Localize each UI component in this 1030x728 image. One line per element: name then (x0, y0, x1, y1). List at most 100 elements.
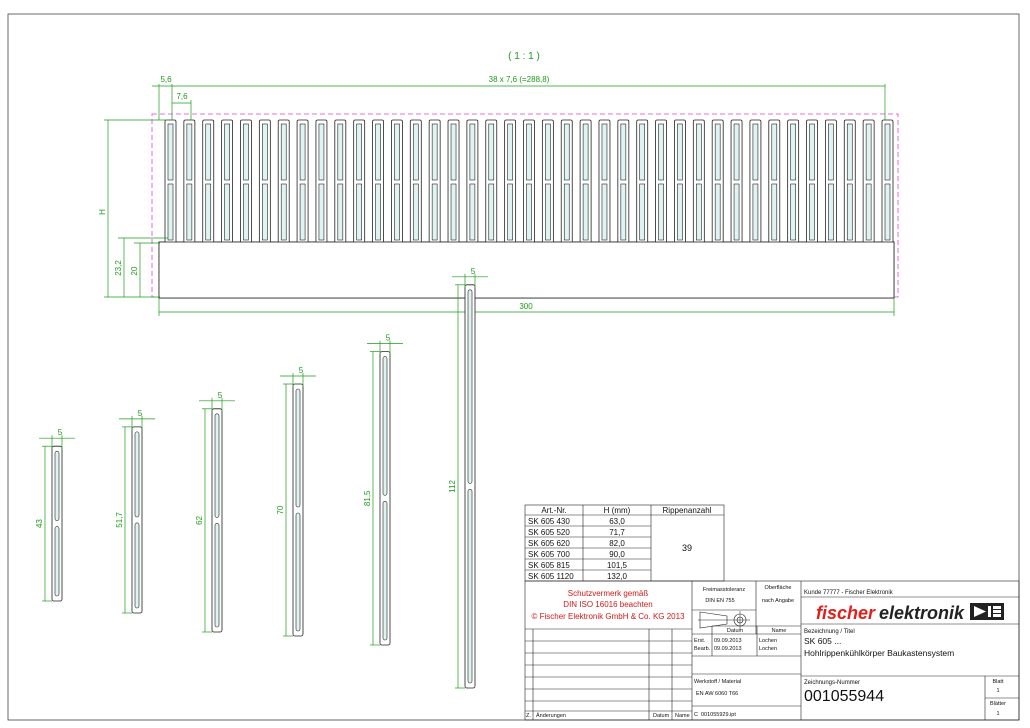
edited-label: Bearb. (694, 646, 711, 652)
file-prefix: C (694, 712, 698, 718)
scale-label: ( 1 : 1 ) (508, 51, 540, 62)
fin-slot-lower (431, 183, 438, 241)
fin (466, 119, 479, 251)
fin-slot-lower (205, 183, 212, 241)
heatsink-fins (158, 119, 895, 299)
fin-slot-upper (752, 123, 759, 181)
surface-label: Oberfläche (765, 585, 792, 591)
fin-slot-upper (545, 123, 551, 181)
fischer-elektronik-logo: fischer elektronik (816, 603, 1004, 623)
profile-slot-upper (467, 289, 473, 484)
fin-slot-lower (450, 183, 457, 241)
date-label: Datum (727, 628, 744, 634)
fin-slot-upper (639, 123, 646, 181)
fin-slot-upper (865, 123, 872, 181)
profile-width-label: 5 (58, 428, 63, 437)
fin-profile: 551,7 (115, 409, 155, 614)
fin (636, 119, 649, 251)
designation-line-2: Hohlrippenkühlkörper Baukastensystem (804, 648, 954, 658)
fin-slot-upper (394, 123, 400, 181)
profile-slot-lower (467, 489, 473, 684)
dim-base-inner-label: 20 (130, 266, 139, 275)
fin-slot-lower (752, 183, 759, 241)
profile-height-label: 112 (448, 479, 457, 492)
parts-row-art: SK 605 1120 (528, 572, 574, 581)
fin (862, 119, 875, 251)
fin-slot-upper (601, 123, 608, 181)
fin (598, 119, 611, 251)
fin-slot-lower (469, 183, 476, 241)
fin (824, 119, 837, 251)
fin-slot-lower (186, 183, 193, 241)
fin-slot-lower (601, 183, 608, 241)
fin-slot-upper (771, 123, 778, 181)
boundary-outline (151, 113, 899, 298)
profile-width-label: 5 (471, 267, 476, 276)
fin-slot-lower (696, 183, 702, 241)
fin-profile: 581,5 (363, 334, 403, 646)
fin (409, 119, 422, 251)
fin-slot-lower (412, 183, 419, 241)
profile-slot-lower (214, 523, 220, 628)
customer: Kunde 77777 - Fischer Elektronik (804, 590, 894, 596)
parts-row-h: 90,0 (609, 550, 625, 559)
profile-height-label: 51,7 (115, 512, 124, 528)
fin-slot-upper (714, 123, 721, 181)
fin (504, 119, 517, 251)
fin (221, 119, 234, 251)
parts-row-h: 132,0 (607, 572, 628, 581)
fin (240, 119, 252, 251)
sheet-label: Blatt (992, 679, 1003, 685)
parts-row-h: 101,5 (607, 561, 628, 570)
profile-slot-upper (295, 388, 301, 508)
parts-fin-count: 39 (682, 543, 692, 553)
fin-slot-upper (563, 123, 570, 181)
fin (730, 119, 743, 251)
fin-slot-lower (884, 183, 891, 241)
fin-slot-upper (186, 123, 193, 181)
parts-header-h: H (mm) (604, 506, 631, 515)
fin-slot-lower (677, 183, 683, 241)
fin (881, 119, 894, 251)
parts-row-art: SK 605 520 (528, 528, 570, 537)
protection-line-2: DIN ISO 16016 beachten (563, 600, 652, 609)
profile-width-label: 5 (386, 334, 391, 343)
parts-row-h: 71,7 (609, 528, 625, 537)
fin-slot-upper (658, 123, 664, 181)
fin-slot-upper (337, 123, 344, 181)
dim-offset-label: 5,6 (160, 75, 172, 84)
sheet-frame (7, 13, 1020, 721)
fin-slot-lower (545, 183, 551, 241)
fin (787, 119, 800, 251)
fin (183, 119, 196, 251)
parts-row-art: SK 605 620 (528, 539, 570, 548)
fin-slot-lower (167, 183, 174, 241)
fin (560, 119, 573, 251)
fin (806, 119, 818, 251)
fin (768, 119, 781, 251)
fin-slot-upper (790, 123, 796, 181)
title-block-frame (524, 580, 1020, 721)
fin (391, 119, 403, 251)
fin-slot-upper (677, 123, 683, 181)
name-label: Name (772, 628, 787, 634)
fin-slot-lower (262, 183, 268, 241)
fin-slot-lower (394, 183, 400, 241)
fin-slot-lower (243, 183, 249, 241)
fin-slot-upper (582, 123, 589, 181)
material-label: Werkstoff / Material (694, 679, 741, 685)
fin (749, 119, 762, 251)
fin-slot-lower (318, 183, 325, 241)
fin (655, 119, 667, 251)
dim-base-outer-label: 23,2 (114, 260, 123, 276)
fin-slot-lower (828, 183, 834, 241)
profile-slot-lower (134, 522, 140, 609)
fin-slot-upper (280, 123, 287, 181)
profile-slot-lower (382, 500, 388, 641)
fin (447, 119, 460, 251)
profile-slot-upper (382, 356, 388, 496)
fin-slot-lower (620, 183, 627, 241)
parts-row-art: SK 605 815 (528, 561, 570, 570)
fin-profile: 543 (35, 428, 75, 602)
